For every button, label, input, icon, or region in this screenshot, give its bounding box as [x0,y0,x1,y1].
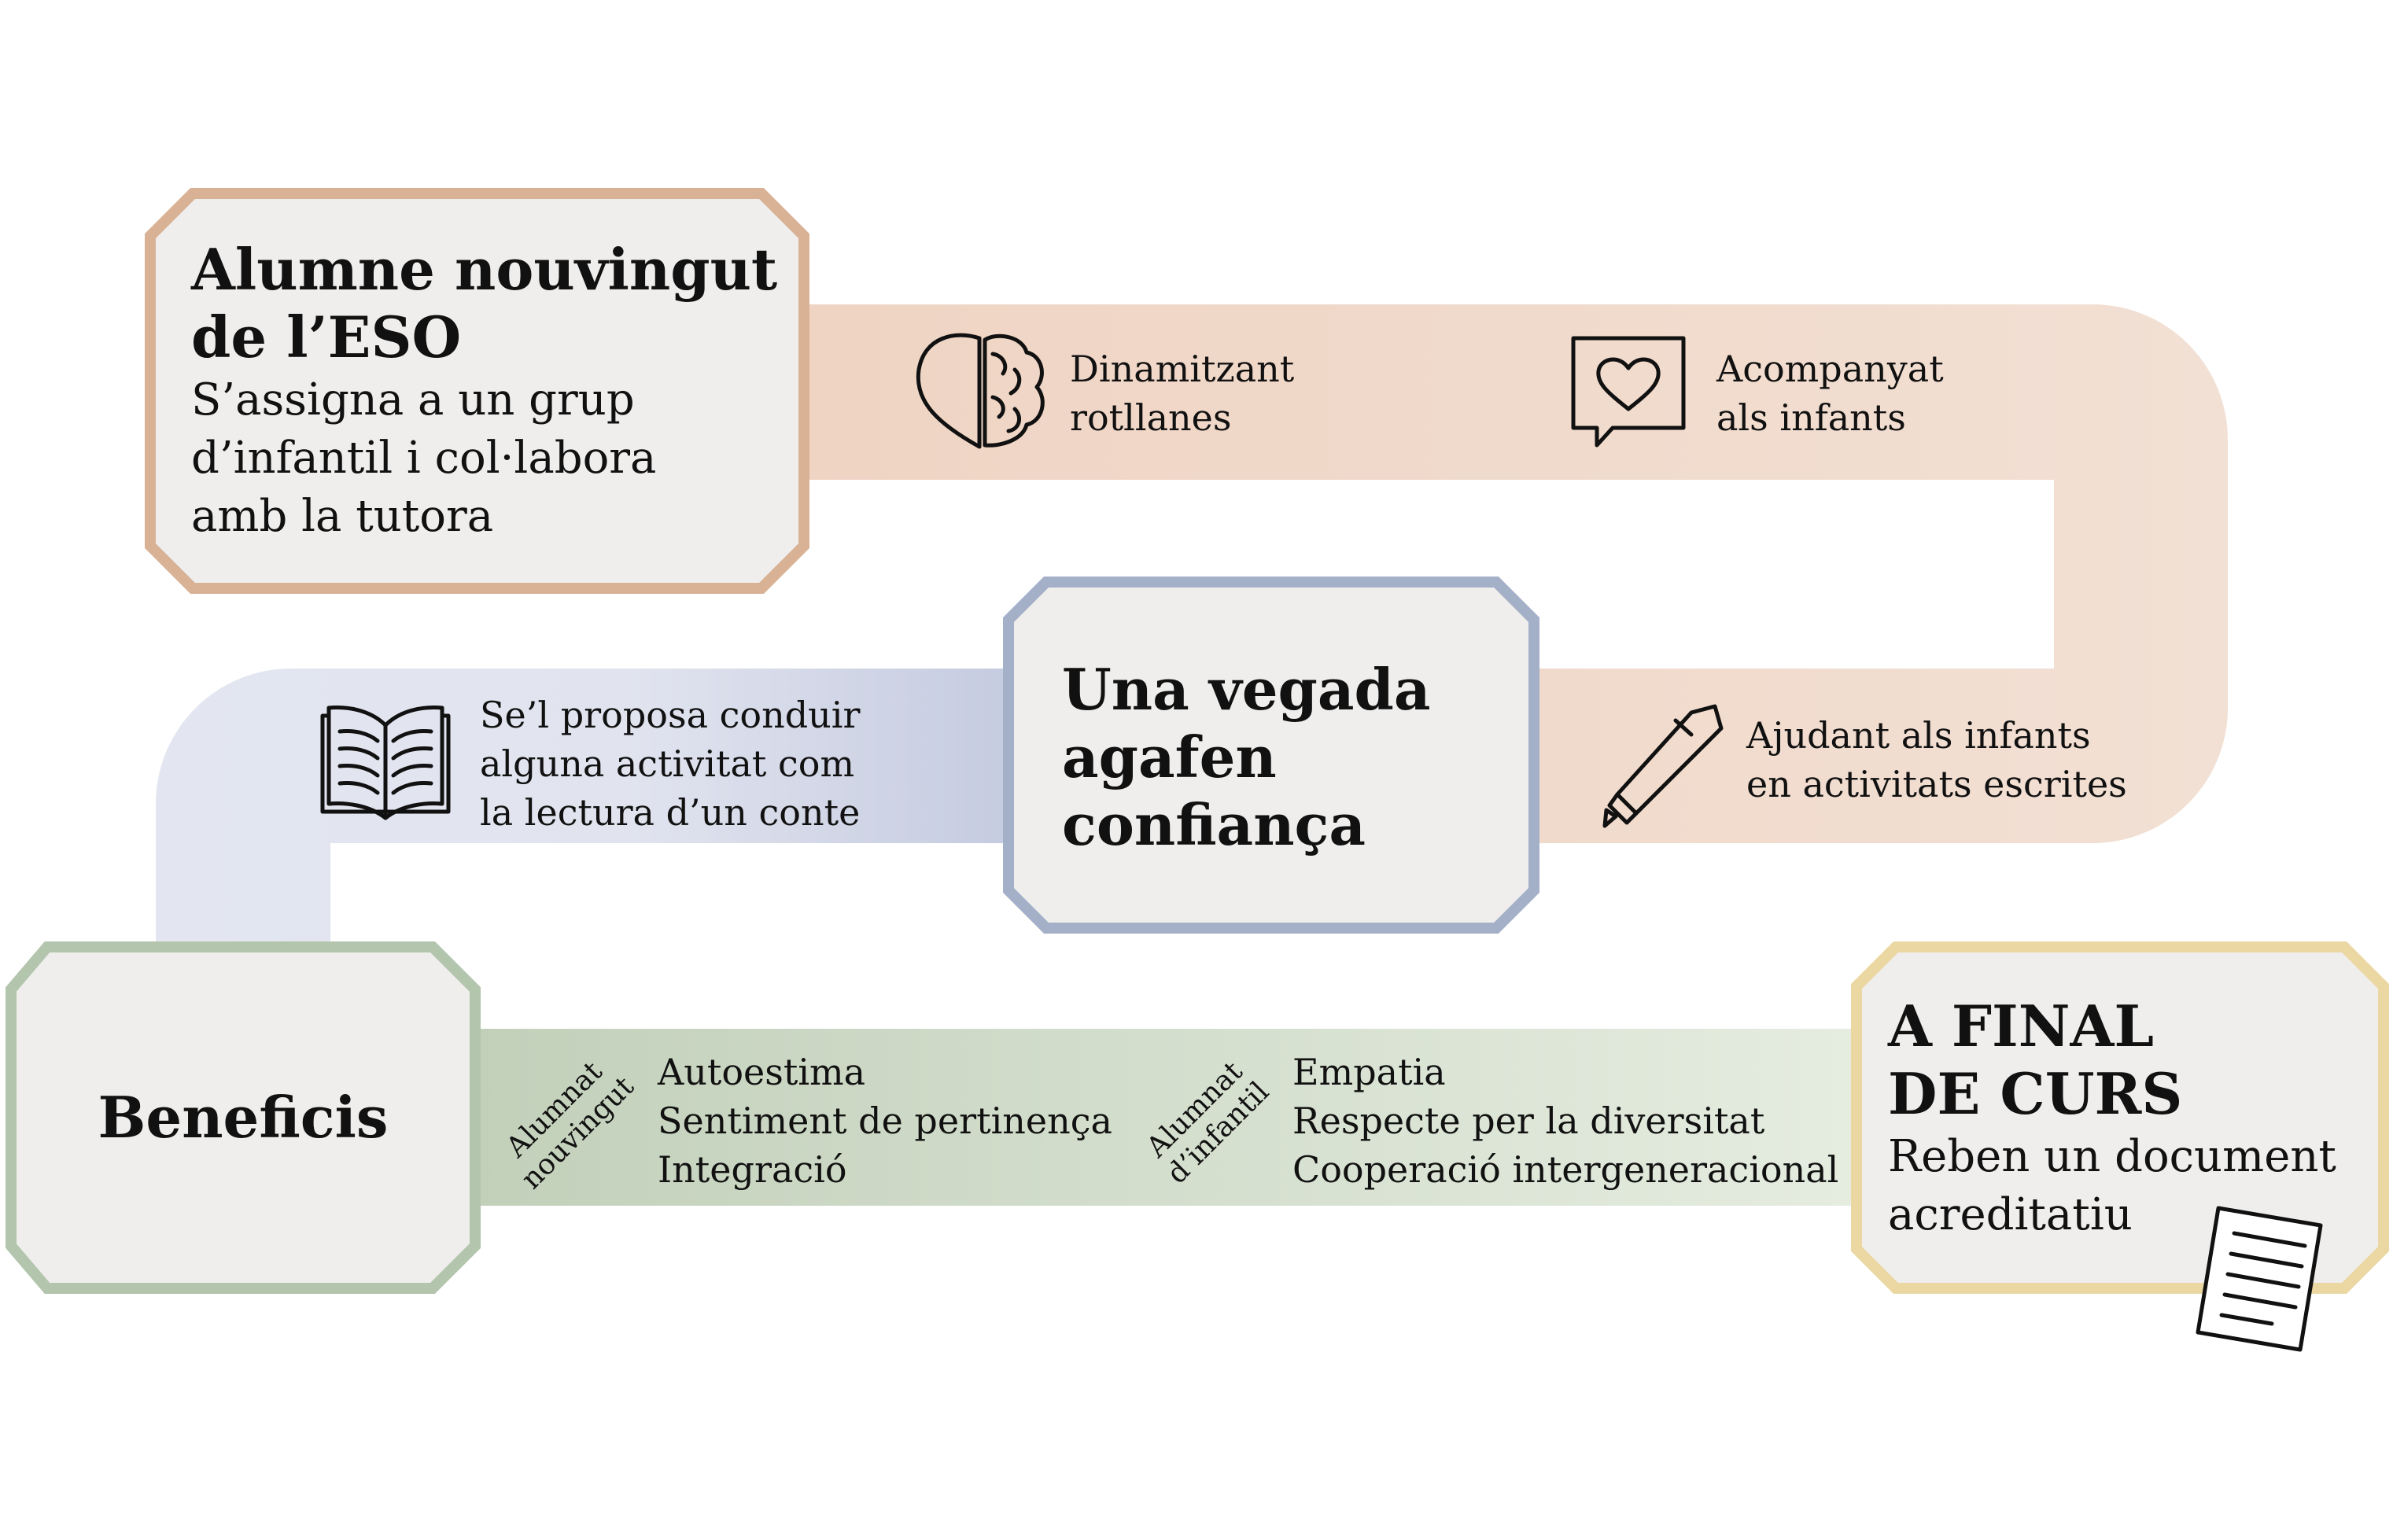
end-box-text: A FINAL DE CURS Reben un document acredi… [1888,993,2376,1244]
middle-line1: Una vegada [1062,656,1431,723]
benefit-item: Integració [658,1148,847,1191]
end-sub-line1: Reben un document [1888,1131,2336,1182]
pen-icon [1602,704,1724,828]
step-dinamitzant: Dinamitzant rotllanes [1070,344,1294,442]
end-title-line1: A FINAL [1888,993,2155,1059]
benefits-title: Beneficis [98,1084,389,1151]
end-sub-line2: acreditatiu [1888,1189,2133,1240]
step-lectura-line3: la lectura d’un conte [480,791,861,834]
step-ajudant-line1: Ajudant als infants [1746,714,2091,757]
benefits-infantil-list: Empatia Respecte per la diversitat Coope… [1292,1048,1838,1194]
step-lectura-line2: alguna activitat com [480,742,855,785]
benefits-box [6,941,481,1294]
benefit-item: Sentiment de pertinença [658,1100,1112,1142]
middle-box [1003,577,1539,934]
start-title-line1: Alumne nouvingut [191,236,778,303]
open-book-icon [320,706,451,820]
document-icon [2196,1206,2323,1352]
middle-line3: confiança [1062,791,1366,858]
step-acompanyat-line1: Acompanyat [1716,348,1944,390]
step-lectura-line1: Se’l proposa conduir [480,694,861,736]
heart-brain-icon [916,333,1045,449]
start-sub-line3: amb la tutora [191,491,494,542]
green-band [468,1029,1884,1206]
step-ajudant-line2: en activitats escrites [1746,763,2127,805]
orange-band [802,304,2228,843]
step-acompanyat: Acompanyat als infants [1716,344,1944,442]
step-dinamitzant-line1: Dinamitzant [1070,348,1295,390]
end-title-line2: DE CURS [1888,1060,2183,1127]
benefit-item: Cooperació intergeneracional [1292,1148,1839,1191]
end-box [1851,941,2389,1294]
middle-line2: agafen [1062,724,1277,790]
step-lectura: Se’l proposa conduir alguna activitat co… [480,691,860,837]
start-sub-line1: S’assigna a un grup [191,374,635,426]
benefits-nouvingut-list: Autoestima Sentiment de pertinença Integ… [658,1048,1112,1194]
benefit-item: Autoestima [658,1051,866,1093]
speech-heart-icon [1571,336,1686,448]
step-dinamitzant-line2: rotllanes [1070,396,1232,439]
start-box-text: Alumne nouvingut de l’ESO S’assigna a un… [191,236,789,546]
step-acompanyat-line2: als infants [1716,396,1906,439]
benefit-item: Respecte per la diversitat [1292,1100,1765,1142]
benefit-item: Empatia [1292,1051,1446,1093]
step-ajudant: Ajudant als infants en activitats escrit… [1746,711,2127,809]
middle-box-text: Una vegada agafen confiança [1062,656,1518,859]
start-sub-line2: d’infantil i col·labora [191,433,657,484]
start-box [145,188,809,594]
start-title-line2: de l’ESO [191,304,462,370]
